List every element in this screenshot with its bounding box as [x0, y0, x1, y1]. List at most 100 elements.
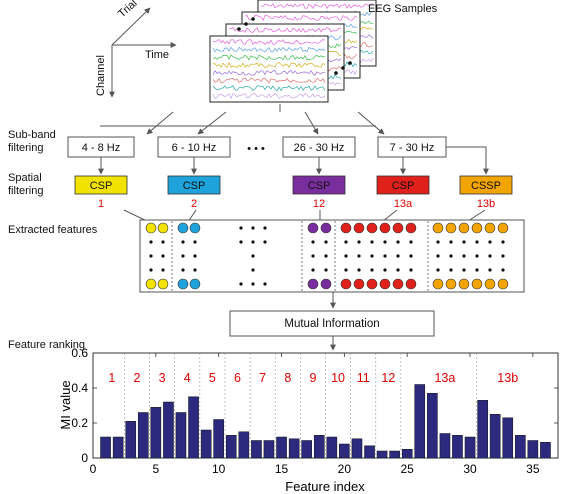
- eeg-trace: [212, 85, 326, 92]
- csp-block-label: CSP: [183, 180, 206, 192]
- feature-circle: [307, 278, 319, 290]
- extracted-features-matrix: [139, 219, 525, 293]
- feature-circle: [145, 222, 157, 234]
- feature-dot: [396, 268, 400, 272]
- csp-block-2: CSP 2: [167, 175, 221, 210]
- feature-circle: [157, 222, 169, 234]
- feature-circle: [458, 278, 470, 290]
- extracted-features-label: Extracted features: [8, 224, 98, 236]
- feature-dot: [475, 268, 479, 272]
- feature-dot: [383, 240, 387, 244]
- feature-circle: [432, 222, 444, 234]
- feature-dot: [501, 240, 505, 244]
- feature-circle: [392, 222, 404, 234]
- filter-4-8-label: 4 - 8 Hz: [82, 142, 121, 154]
- bar-feature-33: [502, 417, 514, 459]
- feature-dot: [193, 268, 197, 272]
- feature-circle: [145, 278, 157, 290]
- eeg-samples-stack: [209, 0, 377, 103]
- features-band-2: [177, 222, 201, 290]
- bar-feature-27: [427, 393, 438, 459]
- feature-dot: [193, 240, 197, 244]
- bar-feature-9: [200, 429, 212, 459]
- band-label: 8: [284, 371, 291, 385]
- bar-feature-34: [515, 435, 526, 459]
- bar-feature-6: [163, 401, 174, 459]
- csp-block-label: CSP: [308, 180, 331, 192]
- feature-circle: [497, 222, 509, 234]
- feature-dot: [488, 240, 492, 244]
- bar-feature-2: [112, 436, 124, 459]
- subband-label-line2: filtering: [8, 142, 43, 154]
- bar-feature-23: [376, 450, 388, 459]
- feature-circle: [320, 278, 332, 290]
- y-tick-label: 0: [81, 451, 88, 465]
- feature-dot: [396, 254, 400, 258]
- band-label: 13a: [434, 371, 455, 385]
- filter-26-30: 26 - 30 Hz: [282, 136, 356, 158]
- bar-feature-1: [100, 436, 111, 459]
- feature-dot: [161, 268, 165, 272]
- feature-circle: [340, 222, 352, 234]
- stack-to-filter-arrows: [100, 104, 385, 135]
- feature-dot: [181, 240, 185, 244]
- eeg-trace: [212, 39, 326, 45]
- bar-feature-18: [313, 435, 325, 459]
- feature-dot: [436, 254, 440, 258]
- time-axis-label: Time: [145, 49, 169, 61]
- feature-dot: [149, 268, 153, 272]
- bar-feature-31: [477, 400, 488, 459]
- feature-dot: [357, 240, 361, 244]
- mutual-information-block: Mutual Information: [229, 310, 435, 337]
- bar-feature-14: [263, 440, 275, 459]
- eeg-trace: [212, 77, 326, 84]
- feature-circle: [177, 222, 189, 234]
- feature-dot: [311, 254, 315, 258]
- eeg-trace: [212, 92, 326, 100]
- bar-feature-10: [213, 419, 224, 459]
- channel-axis-label: Channel: [95, 55, 107, 96]
- csp-block-index: 2: [191, 198, 197, 210]
- feature-circle: [471, 222, 483, 234]
- feature-dot: [344, 254, 348, 258]
- feature-dot: [449, 268, 453, 272]
- spatial-label-line2: filtering: [8, 185, 43, 197]
- feature-dot: [475, 254, 479, 258]
- bar-feature-12: [238, 431, 250, 459]
- axes-indicator: Trial Time Channel: [95, 0, 177, 98]
- feature-dot: [161, 254, 165, 258]
- csp-block-index: 12: [313, 198, 325, 210]
- y-tick-label: 0.2: [71, 416, 88, 430]
- feature-circle: [340, 278, 352, 290]
- x-tick-label: 35: [526, 462, 540, 476]
- feature-dot: [409, 240, 413, 244]
- bar-feature-8: [188, 396, 199, 459]
- feature-dot: [370, 268, 374, 272]
- y-tick-label: 0.6: [71, 346, 88, 360]
- feature-dot: [449, 254, 453, 258]
- feature-dot: [193, 254, 197, 258]
- eeg-trace: [212, 54, 326, 61]
- feature-dot: [357, 254, 361, 258]
- feature-dot: [311, 268, 315, 272]
- subband-label-line1: Sub-band: [8, 129, 56, 141]
- feature-dot: [324, 268, 328, 272]
- feature-dot: [370, 240, 374, 244]
- filter-6-10-label: 6 - 10 Hz: [172, 142, 217, 154]
- feature-dot: [396, 240, 400, 244]
- feature-circle: [157, 278, 169, 290]
- feature-circle: [307, 222, 319, 234]
- bar-feature-13: [251, 440, 262, 459]
- bar-feature-36: [540, 442, 551, 459]
- feature-circle: [445, 222, 457, 234]
- feature-dot: [462, 240, 466, 244]
- band-label: 10: [331, 371, 345, 385]
- feature-dot: [409, 268, 413, 272]
- feature-circle: [471, 278, 483, 290]
- band-label: 5: [209, 371, 216, 385]
- feature-dot: [409, 254, 413, 258]
